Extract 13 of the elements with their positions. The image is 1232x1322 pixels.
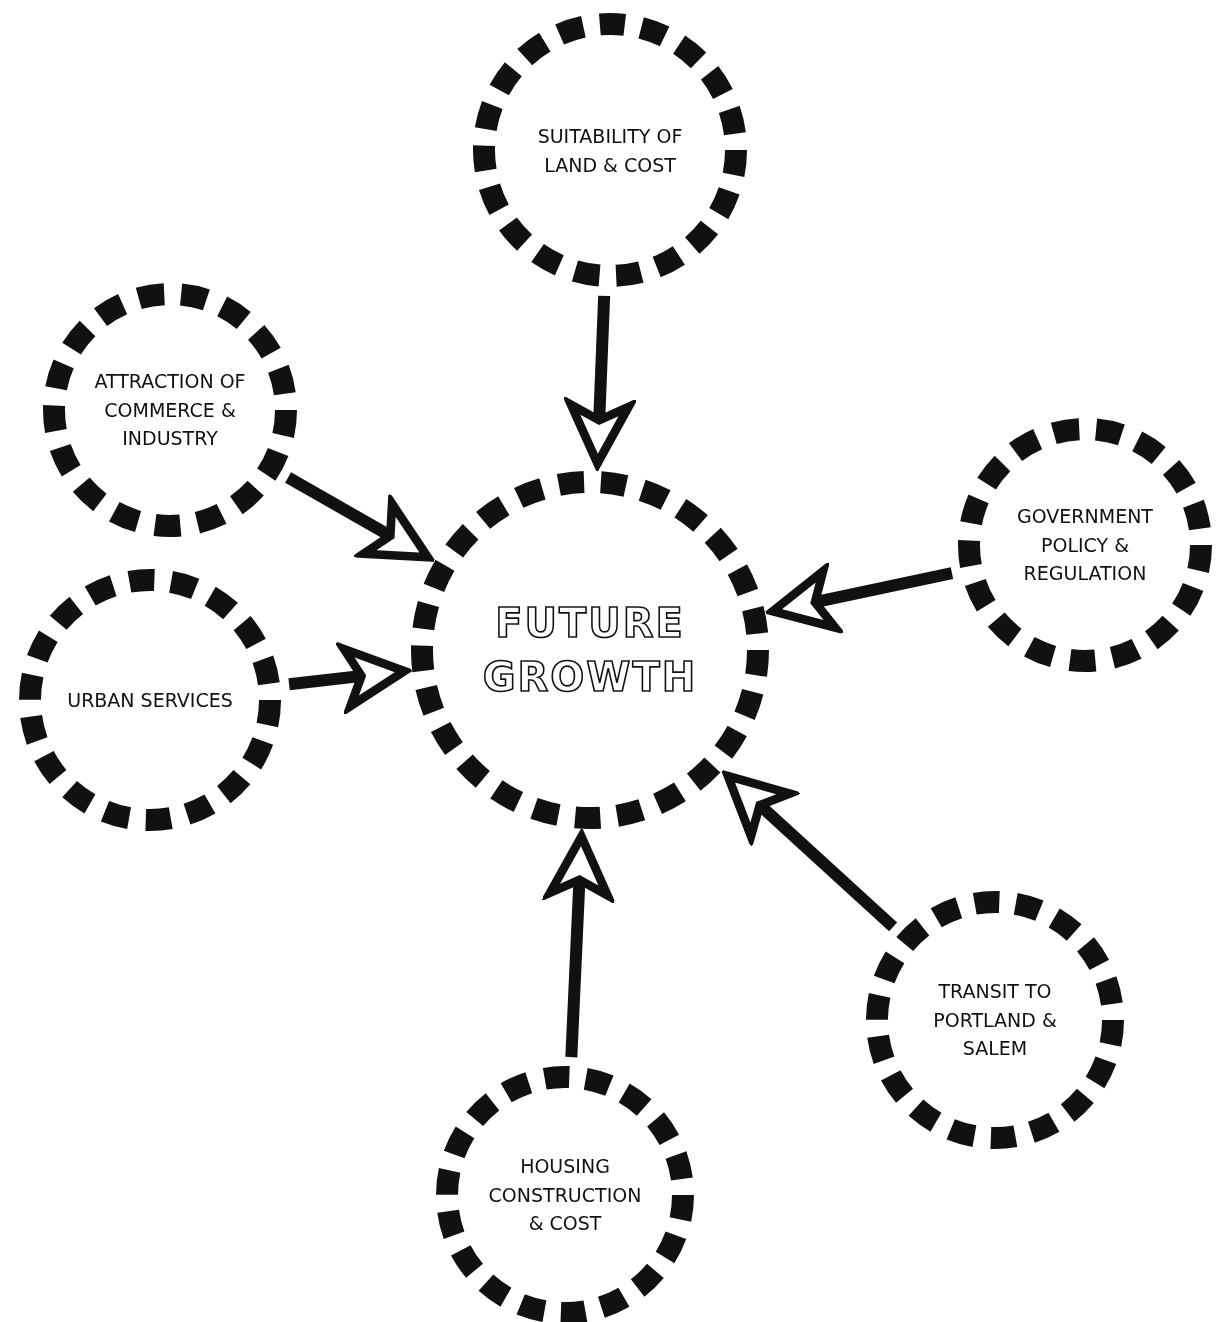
- factor-label: SUITABILITY OF LAND & COST: [536, 123, 684, 177]
- block-arrow: [545, 832, 612, 1058]
- factor-label: ATTRACTION OF COMMERCE & INDUSTRY: [93, 369, 247, 452]
- factor-label: GOVERNMENT POLICY & REGULATION: [1016, 504, 1154, 587]
- block-arrow: [288, 644, 409, 711]
- factor-label: HOUSING CONSTRUCTION & COST: [487, 1154, 643, 1237]
- block-arrow: [768, 566, 954, 632]
- block-arrow: [723, 771, 898, 932]
- block-arrow: [285, 472, 433, 562]
- center-label: FUTURE GROWTH: [481, 599, 699, 702]
- block-arrow: [566, 295, 633, 468]
- factor-label: TRANSIT TO PORTLAND & SALEM: [932, 979, 1058, 1062]
- factor-label: URBAN SERVICES: [66, 687, 234, 713]
